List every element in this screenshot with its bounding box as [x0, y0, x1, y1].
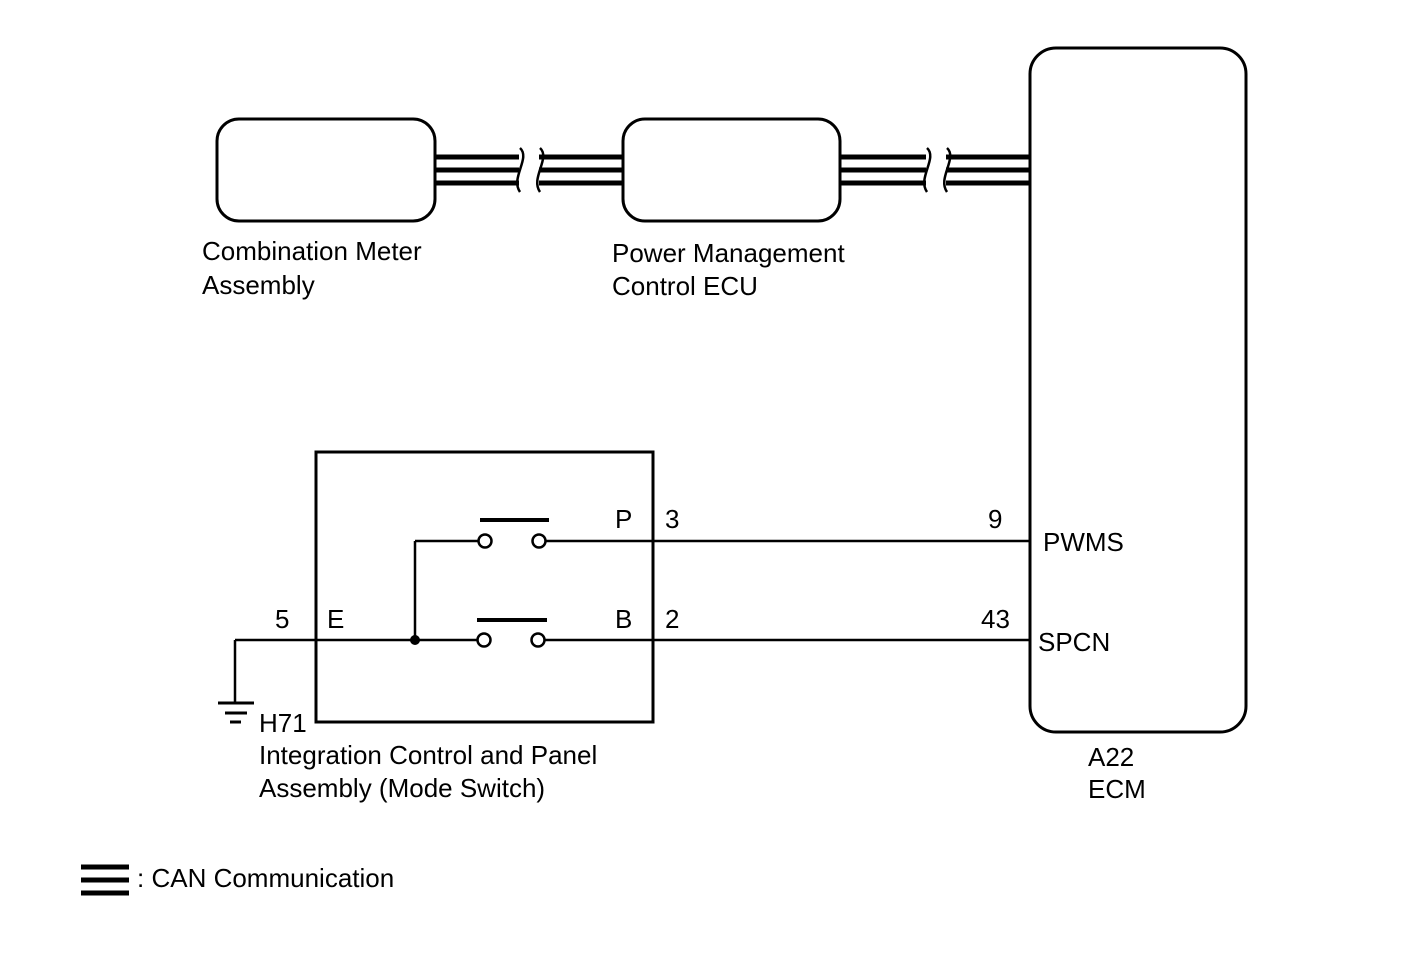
ecm-terminal-pwms: PWMS: [1043, 527, 1124, 557]
can-legend-label: : CAN Communication: [137, 863, 394, 893]
terminal-label-b: B: [615, 604, 632, 634]
terminal-label-p: P: [615, 504, 632, 534]
combination-meter-label-line1: Combination Meter: [202, 236, 422, 266]
mode-switch-connector-code: H71: [259, 708, 307, 738]
wire-break-symbol: [516, 147, 545, 193]
can-legend-icon: [81, 864, 129, 896]
external-wires: [653, 539, 1030, 642]
ecm-connector-code: A22: [1088, 742, 1134, 772]
can-bus-meter-to-pmecu: [435, 154, 623, 186]
pin-ecm-spcn: 43: [981, 604, 1010, 634]
ground-icon: [218, 701, 254, 724]
mode-switch-box: [314, 450, 655, 724]
power-management-ecu-box: [621, 117, 842, 223]
mode-switch-label-line1: Integration Control and Panel: [259, 740, 597, 770]
power-management-label-line2: Control ECU: [612, 271, 758, 301]
combination-meter-label-line2: Assembly: [202, 270, 315, 300]
ecm-box: [1028, 46, 1248, 734]
can-bus-pmecu-to-ecm: [840, 154, 1030, 186]
pin-ecm-pwms: 9: [988, 504, 1002, 534]
junction-dot: [410, 635, 420, 645]
ecm-label: ECM: [1088, 774, 1146, 804]
pin-switch-p: 3: [665, 504, 679, 534]
combination-meter-box: [215, 117, 437, 223]
wire-break-symbol: [923, 147, 952, 193]
power-management-label-line1: Power Management: [612, 238, 845, 268]
ground-wire: [233, 638, 316, 702]
switch-b-symbol: [476, 618, 547, 648]
terminal-label-e: E: [327, 604, 344, 634]
pin-switch-b: 2: [665, 604, 679, 634]
switch-p-symbol: [477, 518, 549, 549]
ecm-terminal-spcn: SPCN: [1038, 627, 1110, 657]
mode-switch-label-line2: Assembly (Mode Switch): [259, 773, 545, 803]
pin-ground-e: 5: [275, 604, 289, 634]
mode-switch-internal-wiring: [316, 539, 653, 642]
